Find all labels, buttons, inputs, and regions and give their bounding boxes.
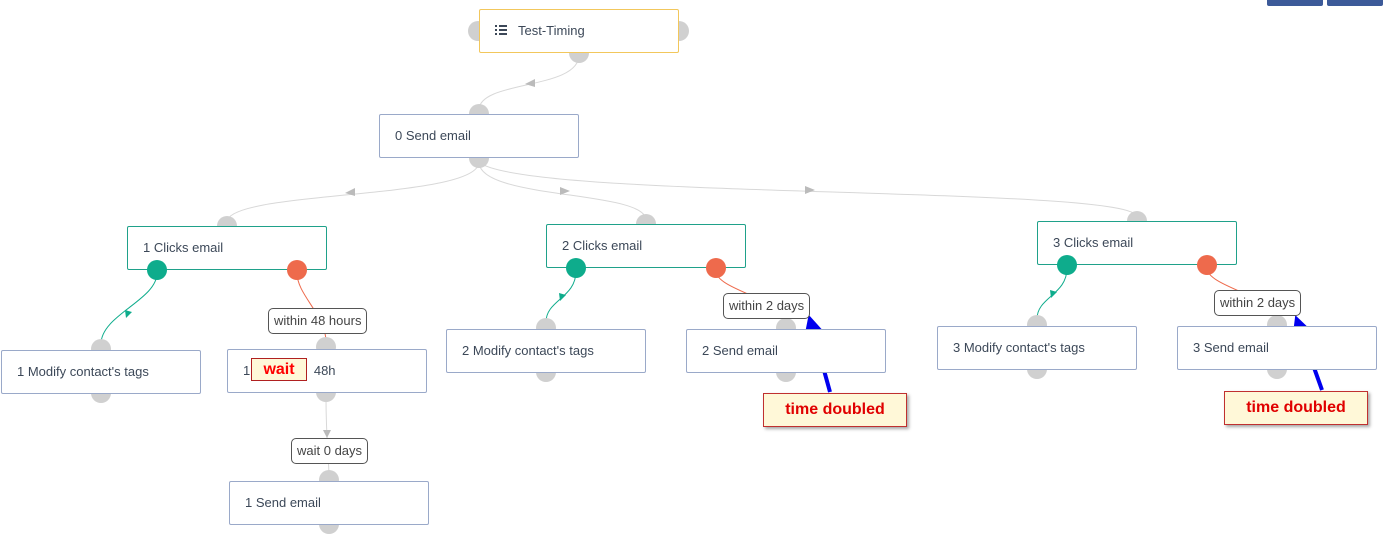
edge-label-within-48-hours: within 48 hours [268, 308, 368, 334]
modify-tags-node-3[interactable]: 3 Modify contact's tags [937, 326, 1137, 370]
top-toolbar-button-1[interactable] [1267, 0, 1323, 6]
clicks2-no-connector[interactable] [706, 258, 726, 278]
clicks3-no-connector[interactable] [1197, 255, 1217, 275]
wire-arrowhead [323, 430, 331, 438]
wire-arrowhead [805, 186, 815, 194]
wire-arrowhead [560, 187, 570, 195]
root-title: Test-Timing [518, 23, 585, 38]
node-label: 1 Send email [245, 495, 321, 510]
wire-clicks1-modify1 [100, 272, 158, 345]
send-email-node-1[interactable]: 1 Send email [229, 481, 429, 525]
node-label: 0 Send email [395, 128, 471, 143]
edge-label-within-2-days-1: within 2 days [723, 293, 811, 319]
node-label: 1 Clicks email [143, 240, 224, 255]
node-label: 3 Send email [1193, 340, 1269, 355]
time-doubled-callout-1: time doubled [763, 393, 907, 427]
node-label-prefix: 1 [243, 363, 254, 378]
root-node[interactable]: Test-Timing [479, 9, 679, 53]
time-doubled-callout-2: time doubled [1224, 391, 1368, 425]
wire-arrowhead [125, 310, 132, 318]
clicks3-yes-connector[interactable] [1057, 255, 1077, 275]
node-label: 3 Clicks email [1053, 235, 1134, 250]
wire-arrowhead [345, 188, 355, 196]
top-toolbar-button-2[interactable] [1327, 0, 1383, 6]
edge-label-within-2-days-2: within 2 days [1214, 290, 1302, 316]
wait-annotation: wait [251, 358, 307, 381]
wire-arrowhead [525, 79, 535, 87]
node-label: 1 Modify contact's tags [17, 364, 149, 379]
wire-arrowhead [559, 293, 566, 301]
node-label-suffix: 48h [313, 363, 336, 378]
node-label: 2 Send email [702, 343, 778, 358]
edge-label-wait-0-days: wait 0 days [291, 438, 369, 464]
clicks1-no-connector[interactable] [287, 260, 307, 280]
clicks1-yes-connector[interactable] [147, 260, 167, 280]
send-email-node-0[interactable]: 0 Send email [379, 114, 579, 158]
node-label: 2 Modify contact's tags [462, 343, 594, 358]
modify-tags-node-2[interactable]: 2 Modify contact's tags [446, 329, 646, 373]
clicks2-yes-connector[interactable] [566, 258, 586, 278]
modify-tags-node-1[interactable]: 1 Modify contact's tags [1, 350, 201, 394]
wire-arrowhead [1050, 290, 1057, 298]
list-icon [495, 25, 507, 35]
node-label: 2 Clicks email [562, 238, 643, 253]
send-email-node-2[interactable]: 2 Send email [686, 329, 886, 373]
node-label: 3 Modify contact's tags [953, 340, 1085, 355]
wire-send0-clicks3 [478, 161, 1138, 218]
send-email-node-3[interactable]: 3 Send email [1177, 326, 1377, 370]
